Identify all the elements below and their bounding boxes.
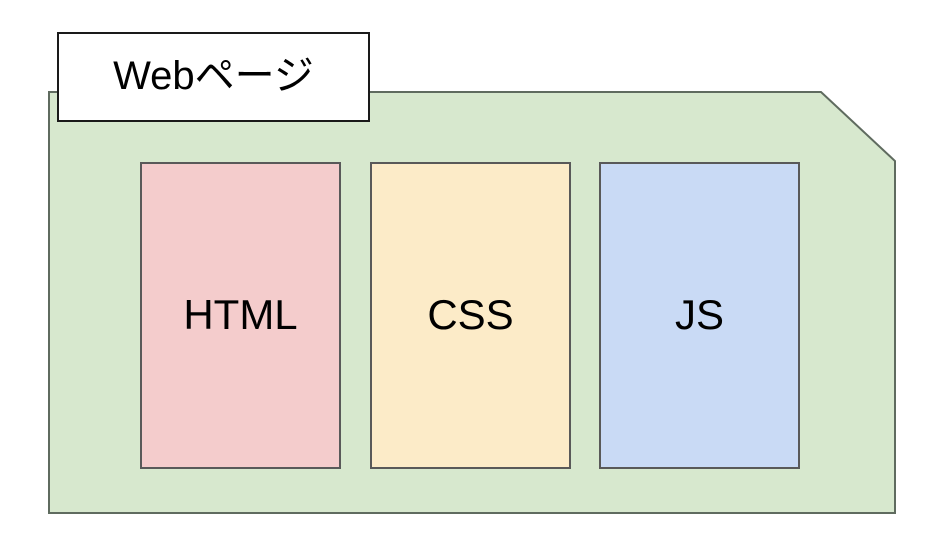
tech-box-html[interactable]: HTML <box>140 162 341 469</box>
tech-box-js-label: JS <box>674 290 724 338</box>
web-page-title-box[interactable]: Webページ <box>57 32 370 122</box>
web-page-title-label: Webページ <box>113 54 314 98</box>
tech-box-css[interactable]: CSS <box>370 162 571 469</box>
tech-box-html-label: HTML <box>183 290 298 338</box>
tech-box-css-label: CSS <box>427 290 514 338</box>
tech-box-js[interactable]: JS <box>599 162 800 469</box>
